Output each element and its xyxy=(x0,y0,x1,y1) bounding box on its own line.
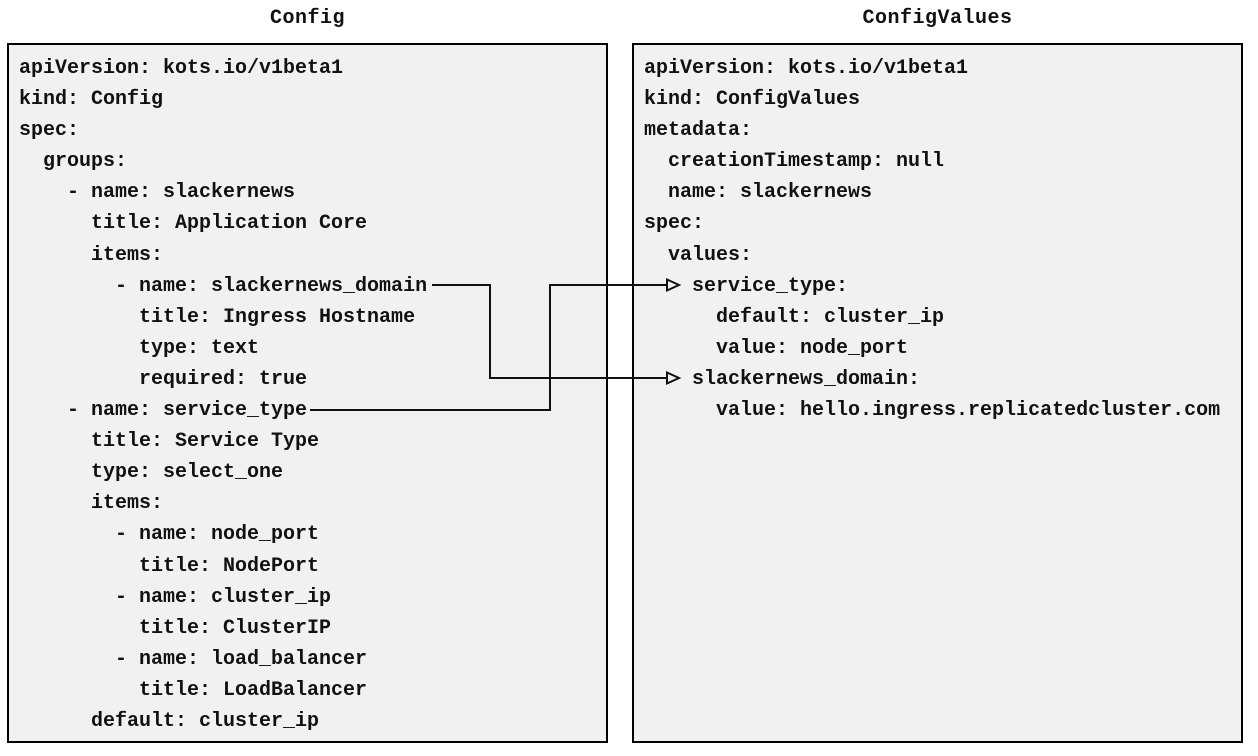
configvalues-panel: apiVersion: kots.io/v1beta1 kind: Config… xyxy=(632,43,1243,743)
code-line: type: text xyxy=(19,336,260,360)
code-line: title: NodePort xyxy=(19,554,320,578)
code-line: groups: xyxy=(19,150,128,174)
code-line-service-type-value: service_type: xyxy=(644,274,849,298)
code-line: - name: node_port xyxy=(19,523,320,547)
code-line: kind: ConfigValues xyxy=(644,88,861,112)
code-line-slackernews-domain: - name: slackernews_domain xyxy=(19,274,428,298)
configvalues-yaml-block: apiVersion: kots.io/v1beta1 kind: Config… xyxy=(644,53,1241,426)
code-line: title: LoadBalancer xyxy=(19,678,368,702)
config-panel-title: Config xyxy=(269,7,345,30)
code-line-slackernews-domain-value: slackernews_domain: xyxy=(644,367,921,391)
code-line: values: xyxy=(644,243,753,267)
code-line: creationTimestamp: null xyxy=(644,150,945,174)
code-line: required: true xyxy=(19,367,308,391)
code-line: - name: cluster_ip xyxy=(19,585,332,609)
code-line: spec: xyxy=(19,119,80,143)
code-line: - name: load_balancer xyxy=(19,647,368,671)
code-line: title: ClusterIP xyxy=(19,616,332,640)
code-line: title: Application Core xyxy=(19,212,368,236)
config-panel: apiVersion: kots.io/v1beta1 kind: Config… xyxy=(7,43,608,743)
code-line: items: xyxy=(19,492,164,516)
configvalues-panel-title: ConfigValues xyxy=(862,7,1013,30)
code-line: value: hello.ingress.replicatedcluster.c… xyxy=(644,399,1221,423)
code-line: name: slackernews xyxy=(644,181,873,205)
code-line: type: select_one xyxy=(19,461,284,485)
code-line: kind: Config xyxy=(19,88,164,112)
code-line: apiVersion: kots.io/v1beta1 xyxy=(19,57,344,80)
code-line: value: node_port xyxy=(644,336,909,360)
code-line: title: Ingress Hostname xyxy=(19,305,416,329)
code-line: default: cluster_ip xyxy=(644,305,945,329)
code-line: items: xyxy=(19,243,164,267)
code-line-service-type: - name: service_type xyxy=(19,399,308,423)
code-line: title: Service Type xyxy=(19,430,320,454)
code-line: default: cluster_ip xyxy=(19,709,320,733)
code-line: - name: slackernews xyxy=(19,181,296,205)
code-line: spec: xyxy=(644,212,705,236)
config-yaml-block: apiVersion: kots.io/v1beta1 kind: Config… xyxy=(19,53,606,737)
code-line: apiVersion: kots.io/v1beta1 xyxy=(644,57,969,80)
code-line: metadata: xyxy=(644,119,753,143)
